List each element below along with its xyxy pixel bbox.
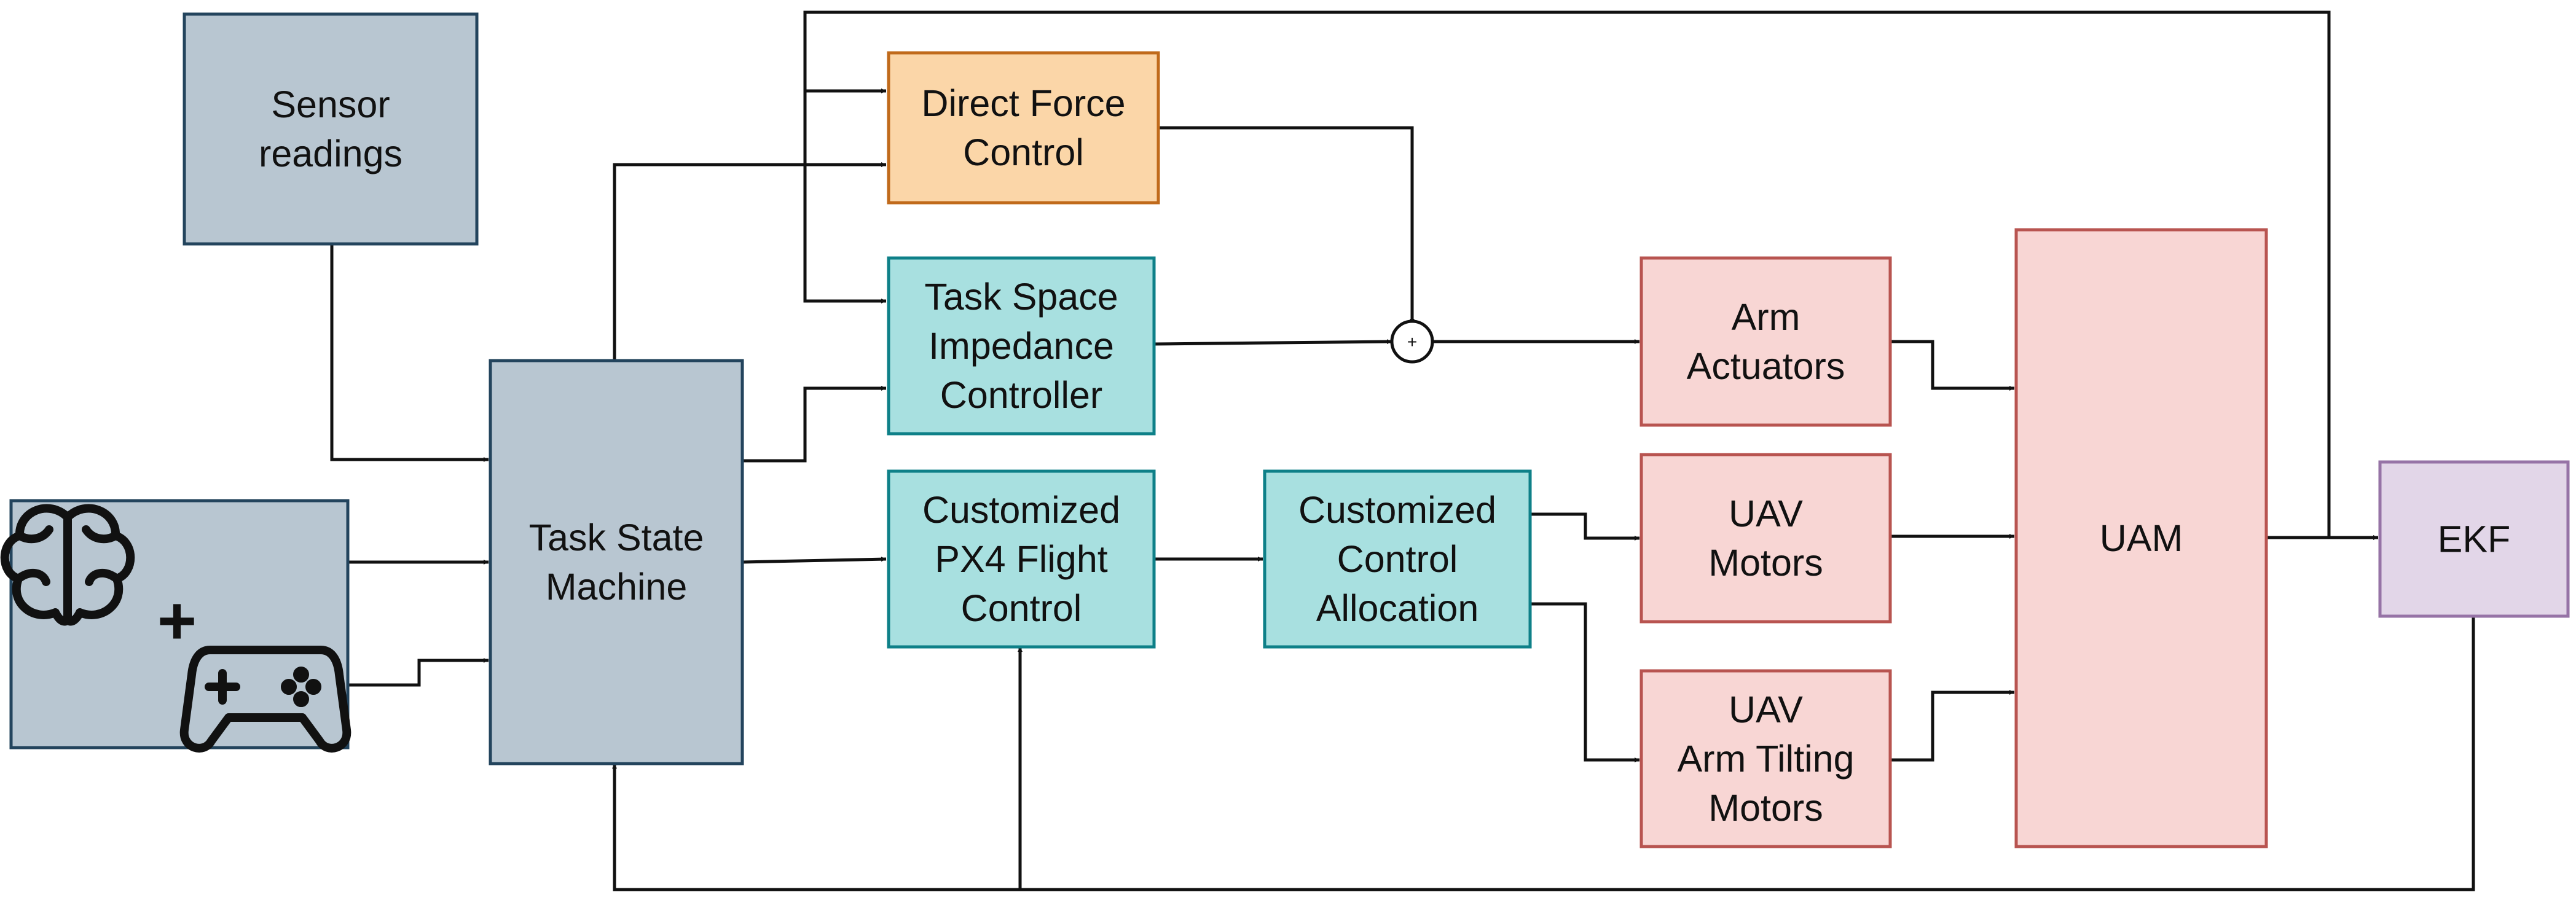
block-sensor-readings: Sensor readings — [183, 12, 479, 246]
block-task-state-machine-label-line-2: Machine — [546, 566, 688, 608]
block-ekf-box — [2378, 460, 2570, 618]
block-operator-input: + — [0, 499, 351, 753]
gamepad-icon — [179, 646, 351, 753]
block-direct-force-control-box — [887, 51, 1160, 205]
block-uam-box — [2014, 228, 2268, 848]
block-task-space-impedance-controller-label-line-3: Controller — [940, 374, 1102, 416]
block-arm-actuators-label-line-1: Arm — [1732, 296, 1800, 338]
sum-junction: + — [1390, 319, 1434, 364]
connector-input-to-tsm-bottom — [348, 658, 489, 687]
block-sensor-readings-label-line-1: Sensor — [271, 84, 390, 125]
sum-junction-circle — [1390, 319, 1434, 364]
connector-cca-to-tilt — [1530, 602, 1639, 762]
brain-icon — [0, 504, 135, 626]
connector-sensor-to-tsm — [330, 244, 489, 462]
block-customized-px4-flight-control-label-line-1: Customized — [922, 489, 1120, 531]
block-customized-px4-flight-control-label-line-2: PX4 Flight — [935, 538, 1107, 580]
block-sensor-readings-label-line-2: readings — [259, 133, 402, 174]
block-uav-arm-tilting-motors-box — [1639, 669, 1892, 848]
block-arm-actuators-box — [1639, 256, 1892, 427]
block-customized-control-allocation-label-line-1: Customized — [1298, 489, 1496, 531]
block-uam-label-line-1: UAM — [2100, 517, 2183, 559]
block-uav-arm-tilting-motors-label-line-1: UAV — [1729, 689, 1803, 730]
block-ekf: EKF — [2378, 460, 2570, 618]
block-sensor-readings-box — [183, 12, 479, 246]
block-uav-arm-tilting-motors-label-line-3: Motors — [1708, 787, 1823, 829]
block-task-state-machine-label-line-1: Task State — [529, 517, 704, 558]
block-direct-force-control-label-line-1: Direct Force — [921, 82, 1125, 124]
block-uam: UAM — [2014, 228, 2268, 848]
connector-tsic-to-sum — [1153, 339, 1392, 346]
connector-cca-to-uavm — [1530, 512, 1639, 541]
connector-tsm-to-dfc — [613, 162, 886, 361]
block-uav-motors: UAV Motors — [1639, 453, 1892, 624]
block-task-state-machine-box — [489, 359, 744, 765]
block-uav-motors-label-line-1: UAV — [1729, 493, 1803, 534]
block-customized-control-allocation-box — [1263, 469, 1532, 649]
block-uav-motors-label-line-2: Motors — [1708, 542, 1823, 584]
block-customized-px4-flight-control-label-line-3: Control — [961, 587, 1082, 629]
connector-dfc-to-sum — [1158, 126, 1415, 324]
connector-ekf-feedback — [612, 616, 2475, 891]
connector-arm-to-uam — [1890, 340, 2014, 391]
block-customized-control-allocation-label-line-3: Allocation — [1316, 587, 1479, 629]
block-uav-arm-tilting-motors-label-line-2: Arm Tilting — [1677, 738, 1854, 780]
operator-input-plus: + — [157, 583, 197, 659]
block-task-space-impedance-controller-label-line-1: Task Space — [924, 276, 1118, 318]
connectors — [330, 10, 2475, 891]
block-direct-force-control-label-line-2: Control — [963, 131, 1084, 173]
connector-tsm-to-px4 — [742, 557, 887, 564]
block-arm-actuators-label-line-2: Actuators — [1687, 345, 1845, 387]
block-customized-control-allocation-label-line-2: Control — [1337, 538, 1458, 580]
connector-tilt-to-uam — [1890, 690, 2014, 762]
block-customized-px4-flight-control-box — [887, 469, 1156, 649]
block-task-space-impedance-controller-box — [887, 256, 1156, 436]
sum-junction-symbol: + — [1407, 332, 1417, 351]
connector-tsm-to-tsic — [742, 386, 886, 463]
block-uav-motors-box — [1639, 453, 1892, 624]
block-ekf-label-line-1: EKF — [2438, 518, 2511, 560]
block-task-space-impedance-controller-label-line-2: Impedance — [929, 325, 1114, 367]
